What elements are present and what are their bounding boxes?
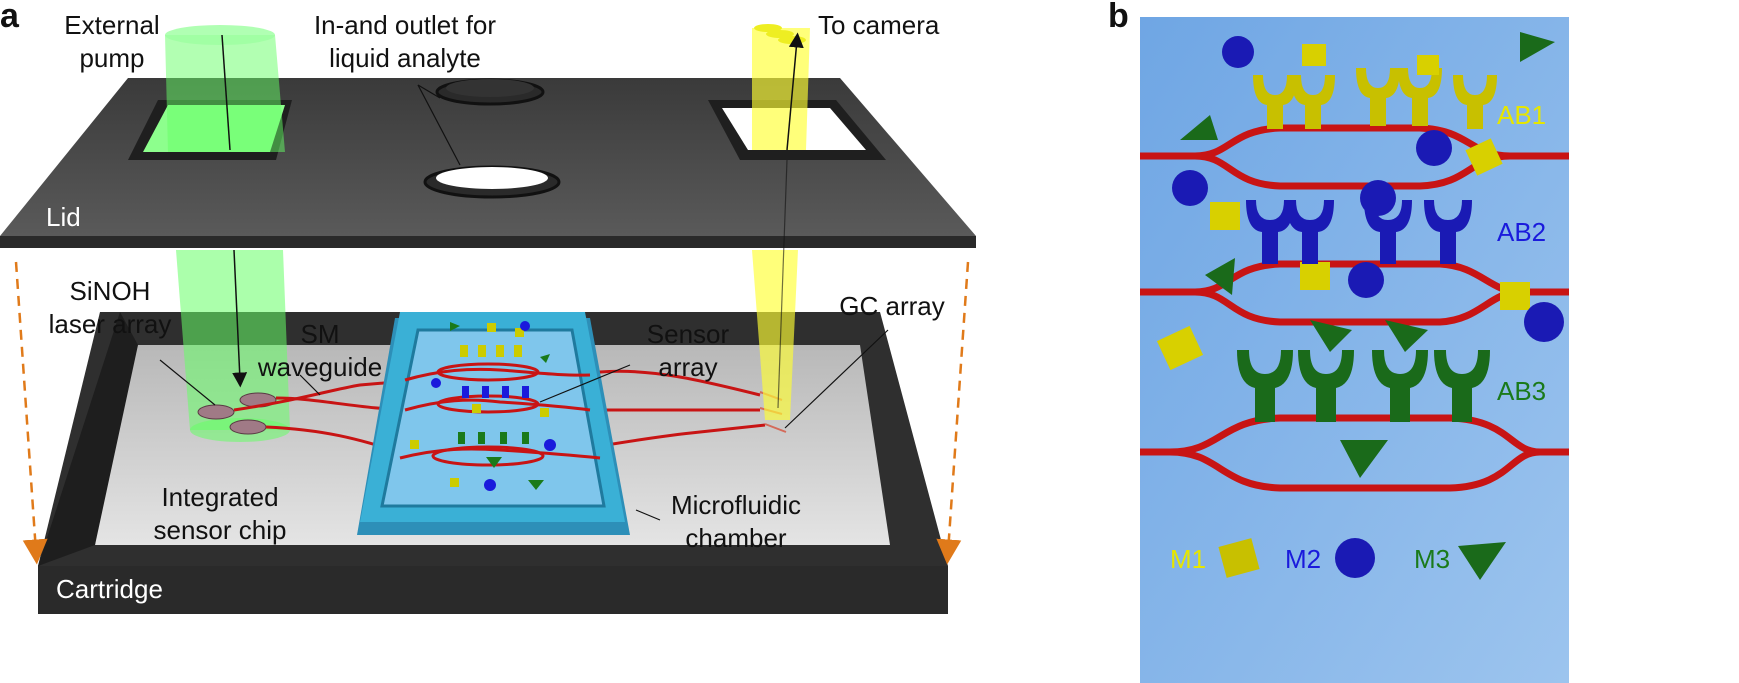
panel-b: AB1 AB2 AB3 M1 M2 M3	[1140, 17, 1569, 683]
pump-beam-upper	[165, 25, 285, 388]
inlet-label-1: In-and outlet for	[314, 10, 496, 40]
ab2-antibodies	[1172, 36, 1564, 342]
ab1-antibodies	[1156, 44, 1530, 371]
sinoh-label-1: SiNOH	[70, 276, 151, 306]
m2-label: M2	[1285, 544, 1321, 574]
leader-lines	[159, 84, 889, 521]
lid: Lid	[0, 78, 976, 248]
sm-label-2: waveguide	[257, 352, 382, 382]
cartridge-front	[38, 566, 948, 614]
ab1-label: AB1	[1497, 100, 1546, 130]
sensor-label-1: Sensor	[647, 319, 730, 349]
ab2-label: AB2	[1497, 217, 1546, 247]
camera-beam-upper	[752, 24, 810, 409]
cartridge-label: Cartridge	[56, 574, 163, 604]
sinoh-label-2: laser array	[49, 309, 172, 339]
dashed-arrows	[14, 261, 970, 565]
panel-b-label: b	[1108, 0, 1129, 35]
lid-label: Lid	[46, 202, 81, 232]
ab3-label: AB3	[1497, 376, 1546, 406]
molecule-legend: M1 M2 M3	[1170, 538, 1506, 580]
m3-label: M3	[1414, 544, 1450, 574]
sensor-label-2: array	[658, 352, 717, 382]
microfluidic-label-1: Microfluidic	[671, 490, 801, 520]
chip-label-2: sensor chip	[154, 515, 287, 545]
external-pump-label-1: External	[64, 10, 159, 40]
gc-array-label: GC array	[839, 291, 944, 321]
camera-beam-lower	[752, 250, 798, 420]
external-pump-label-2: pump	[79, 43, 144, 73]
microfluidic-label-2: chamber	[685, 523, 786, 553]
to-camera-label: To camera	[818, 10, 940, 40]
m3-triangle	[1458, 542, 1506, 580]
ab3-antibodies	[1180, 32, 1555, 478]
m1-label: M1	[1170, 544, 1206, 574]
m2-cylinder	[1335, 538, 1375, 578]
chip-label-1: Integrated	[161, 482, 278, 512]
inlet-label-2: liquid analyte	[329, 43, 481, 73]
m1-cube	[1218, 538, 1260, 578]
microfluidic-chamber	[357, 312, 630, 535]
panel-a-label: a	[0, 0, 20, 35]
sm-label-1: SM	[301, 319, 340, 349]
